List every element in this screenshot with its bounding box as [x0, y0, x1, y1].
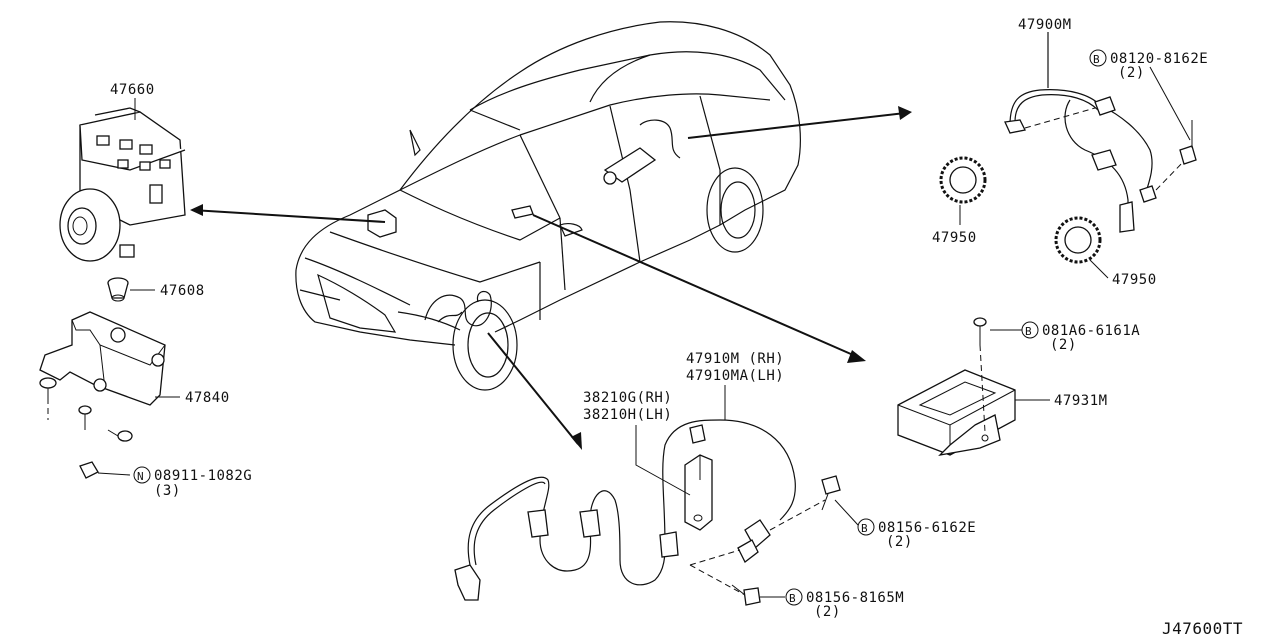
bolt-b-symbol: B	[1089, 49, 1107, 67]
rear-sensor-part	[1004, 32, 1197, 233]
control-unit-part	[897, 317, 1016, 456]
label-front-bolt-a-code: 08156-6162E	[878, 520, 976, 536]
label-rear-bolt-code: 08120-8162E	[1110, 51, 1208, 67]
label-47840: 47840	[185, 390, 230, 406]
label-front-sensor-lh: 47910MA(LH)	[686, 368, 784, 384]
svg-text:B: B	[789, 592, 796, 605]
pointer-arrows	[190, 106, 912, 450]
label-47950-right: 47950	[1112, 272, 1157, 288]
svg-text:B: B	[1025, 325, 1032, 338]
label-nut-qty: (3)	[154, 483, 181, 499]
leader-line	[834, 499, 859, 526]
label-control-bolt-code: 081A6-6161A	[1042, 323, 1140, 339]
label-front-bolt-b-code: 08156-8165M	[806, 590, 904, 606]
reference-code: J47600TT	[1162, 619, 1243, 638]
bolt-b-part	[731, 584, 761, 606]
label-bracket-rh: 38210G(RH)	[583, 390, 672, 406]
label-bracket-lh: 38210H(LH)	[583, 407, 672, 423]
front-sensor-part	[454, 419, 826, 601]
vehicle-outline	[295, 21, 801, 391]
svg-text:B: B	[1093, 53, 1100, 66]
label-front-bolt-a-qty: (2)	[886, 534, 913, 550]
label-47950-left: 47950	[932, 230, 977, 246]
leader-line	[1149, 66, 1191, 141]
svg-text:B: B	[861, 522, 868, 535]
label-47931m: 47931M	[1054, 393, 1108, 409]
sensor-bracket-part	[684, 454, 713, 531]
label-rear-bolt-qty: (2)	[1118, 65, 1145, 81]
nut-n-symbol: N	[133, 466, 151, 484]
grommet-part	[107, 277, 129, 302]
bolt-b-symbol: B	[857, 518, 875, 536]
bolt-b-symbol: B	[1021, 321, 1039, 339]
label-front-bolt-b-qty: (2)	[814, 604, 841, 620]
label-47660: 47660	[110, 82, 155, 98]
svg-text:N: N	[137, 470, 144, 483]
label-front-sensor-rh: 47910M (RH)	[686, 351, 784, 367]
label-47900m: 47900M	[1018, 17, 1072, 33]
bracket-part	[39, 311, 166, 479]
bolt-a-part	[821, 475, 841, 511]
leader-line	[635, 425, 691, 496]
abs-actuator-part	[59, 107, 186, 262]
label-control-bolt-qty: (2)	[1050, 337, 1077, 353]
sensor-rotor-right	[1054, 216, 1102, 264]
label-47608: 47608	[160, 283, 205, 299]
sensor-rotor-left	[939, 156, 987, 204]
bolt-b-symbol: B	[785, 588, 803, 606]
leader-line	[97, 472, 131, 476]
label-nut-code: 08911-1082G	[154, 468, 252, 484]
leader-line	[1089, 259, 1109, 279]
